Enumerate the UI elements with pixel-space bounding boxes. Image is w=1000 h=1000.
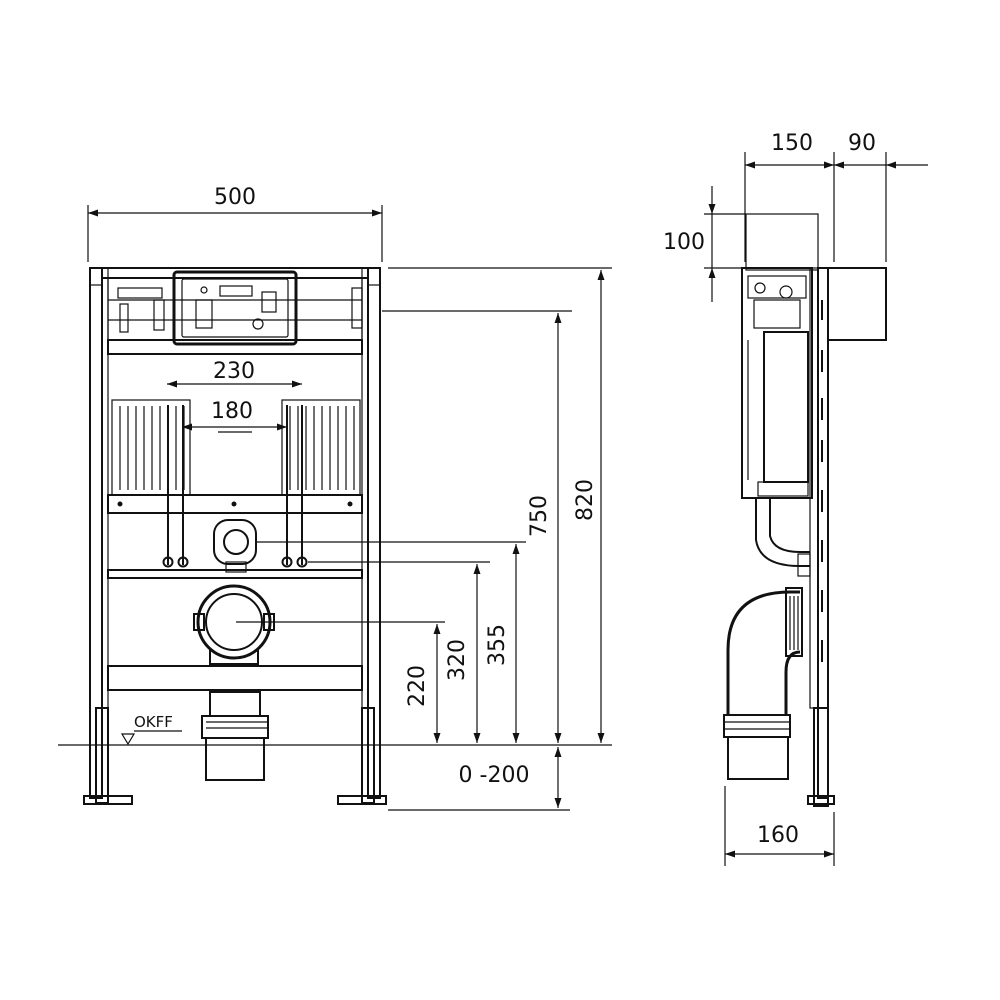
right-bracket-plate — [281, 399, 361, 496]
dim-height-820: 820 — [573, 479, 598, 521]
water-inlet — [213, 519, 257, 573]
front-view: OKFF 500 230 180 820 750 355 320 — [58, 185, 612, 811]
side-drain-elbow — [723, 587, 803, 780]
side-flush-box — [745, 213, 819, 271]
left-bracket-plate — [111, 399, 191, 496]
dim-height-320: 320 — [445, 639, 470, 681]
dim-inner-bracket: 180 — [211, 399, 253, 424]
dim-side-100: 100 — [663, 230, 705, 255]
dim-floor-adjust: 0 -200 — [459, 763, 530, 788]
side-frame-post — [817, 267, 829, 799]
middle-crossbar — [107, 494, 363, 514]
left-valve — [117, 287, 163, 299]
base-crossbar — [107, 665, 363, 691]
drain-connection — [193, 584, 275, 665]
dim-side-160: 160 — [757, 823, 799, 848]
dim-height-220: 220 — [405, 665, 430, 707]
dim-height-750: 750 — [527, 495, 552, 537]
side-view: 150 90 100 160 — [663, 131, 928, 866]
dim-height-355: 355 — [485, 624, 510, 666]
side-actuator-plate — [827, 267, 887, 341]
cistern-housing — [107, 277, 363, 341]
upper-crossbar — [107, 339, 363, 355]
dim-side-90: 90 — [848, 131, 876, 156]
side-flush-pipe — [755, 498, 810, 567]
drain-pipe — [201, 691, 269, 781]
dim-frame-width: 500 — [214, 185, 256, 210]
floor-level-icon — [120, 733, 136, 746]
flush-box — [172, 270, 298, 346]
lower-crossbar — [107, 569, 363, 579]
dim-side-150: 150 — [771, 131, 813, 156]
dim-outer-bracket: 230 — [213, 359, 255, 384]
mounting-bolts — [162, 405, 308, 568]
floor-level-label: OKFF — [134, 713, 173, 731]
side-cistern — [741, 267, 813, 499]
